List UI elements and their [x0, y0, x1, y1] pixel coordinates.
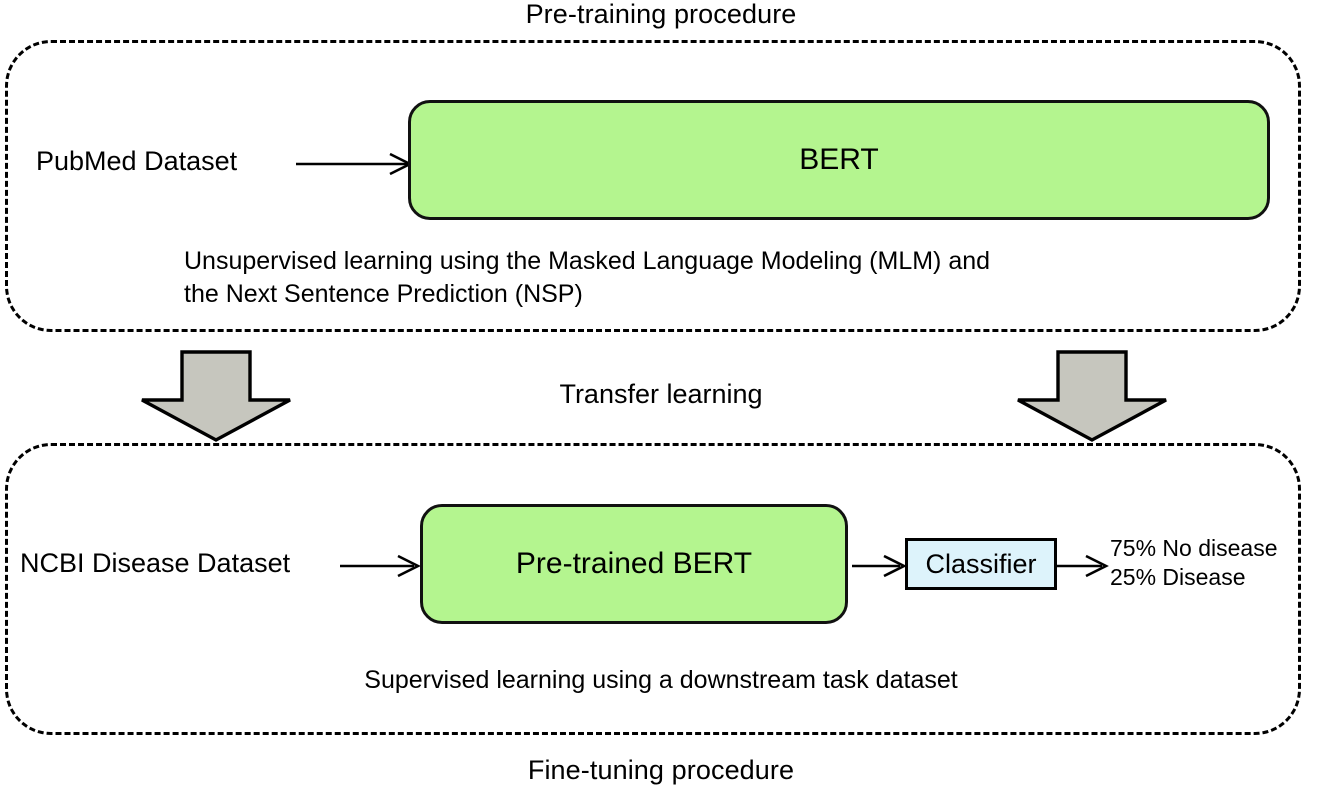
pubmed-to-bert-arrow — [296, 152, 413, 176]
ncbi-disease-dataset-label: NCBI Disease Dataset — [20, 548, 291, 578]
pretrained-bert-model-box[interactable]: Pre-trained BERT — [420, 504, 848, 624]
transfer-learning-label: Transfer learning — [559, 379, 763, 409]
transfer-arrow-right-icon — [1017, 350, 1167, 442]
bert-to-classifier-arrow — [852, 554, 907, 578]
classifier-box[interactable]: Classifier — [905, 538, 1057, 590]
pretraining-container — [5, 40, 1301, 332]
ncbi-to-bert-arrow — [340, 554, 421, 578]
classifier-label: Classifier — [925, 549, 1037, 579]
bert-model-label: BERT — [799, 143, 879, 176]
transfer-arrow-left-icon — [141, 350, 291, 442]
pretraining-caption: Unsupervised learning using the Masked L… — [184, 247, 991, 308]
pubmed-dataset-label: PubMed Dataset — [36, 146, 238, 176]
pretrained-bert-model-label: Pre-trained BERT — [515, 547, 753, 580]
classifier-output-label: 75% No disease 25% Disease — [1110, 535, 1278, 590]
pretraining-procedure-title: Pre-training procedure — [525, 0, 797, 29]
finetuning-container — [5, 443, 1301, 735]
finetuning-procedure-title: Fine-tuning procedure — [527, 755, 795, 785]
classifier-to-output-arrow — [1056, 554, 1109, 578]
finetuning-caption: Supervised learning using a downstream t… — [364, 666, 958, 694]
bert-model-box[interactable]: BERT — [408, 100, 1270, 220]
